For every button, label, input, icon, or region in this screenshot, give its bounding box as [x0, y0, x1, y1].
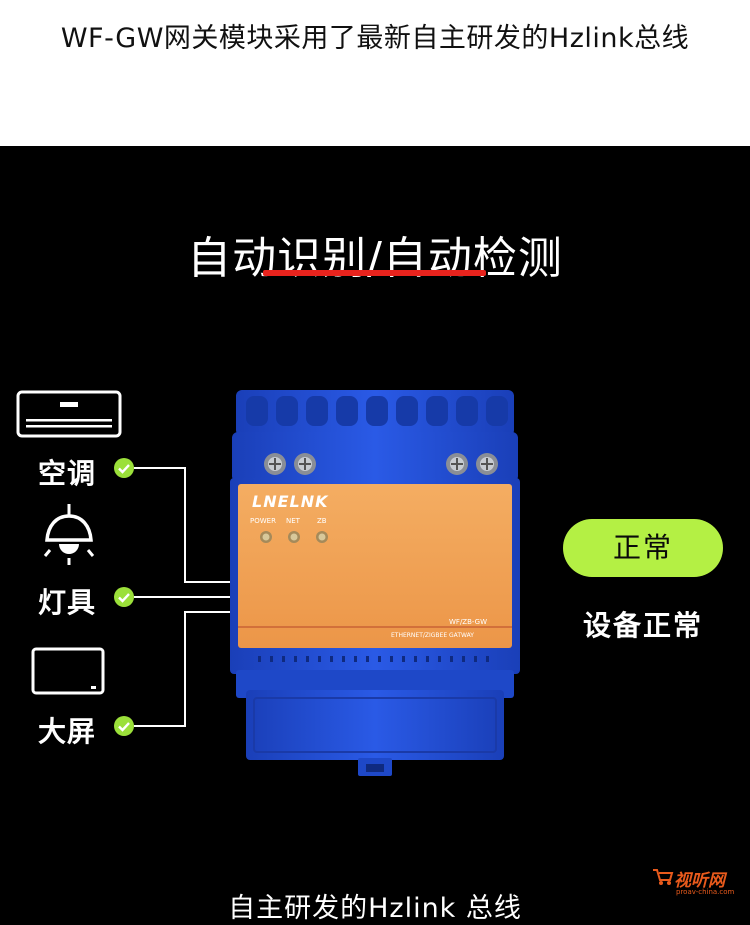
connector-line [184, 611, 186, 727]
indicator-label-power: POWER [250, 517, 276, 525]
module-model: WF/ZB-GW [449, 618, 488, 626]
device-label-ac: 空调 [38, 457, 97, 490]
display-screen-icon [31, 647, 105, 695]
section-title: 自动识别/自动检测 [187, 233, 563, 284]
header-title: WF-GW网关模块采用了最新自主研发的Hzlink总线 [60, 23, 690, 54]
module-subtitle: ETHERNET/ZIGBEE GATWAY [391, 632, 474, 639]
status-badge: 正常 [563, 519, 723, 577]
indicator-label-net: NET [286, 517, 300, 525]
device-label-lamp: 灯具 [38, 586, 97, 619]
connector-line [184, 611, 232, 613]
connector-line [184, 467, 186, 583]
watermark-text: 视听网 [674, 871, 725, 891]
connector-line [134, 467, 185, 469]
check-icon [114, 587, 134, 607]
connector-line [184, 581, 232, 583]
footer-title: 自主研发的Hzlink 总线 [228, 893, 522, 924]
device-label-screen: 大屏 [38, 715, 97, 748]
header-band [0, 0, 750, 146]
watermark: 视听网 proav-china.com [650, 864, 745, 902]
air-conditioner-icon [16, 390, 122, 438]
ceiling-lamp-icon [43, 504, 95, 565]
connector-line [134, 596, 232, 598]
check-icon [114, 458, 134, 478]
watermark-url: proav-china.com [676, 888, 735, 896]
module-brand: LNELNK [252, 492, 329, 511]
status-text: 设备正常 [582, 609, 703, 642]
gateway-module [230, 390, 520, 776]
indicator-label-zb: ZB [317, 517, 327, 525]
cart-logo-icon [653, 869, 674, 885]
connector-line [134, 725, 185, 727]
title-underline [263, 270, 486, 276]
check-icon [114, 716, 134, 736]
